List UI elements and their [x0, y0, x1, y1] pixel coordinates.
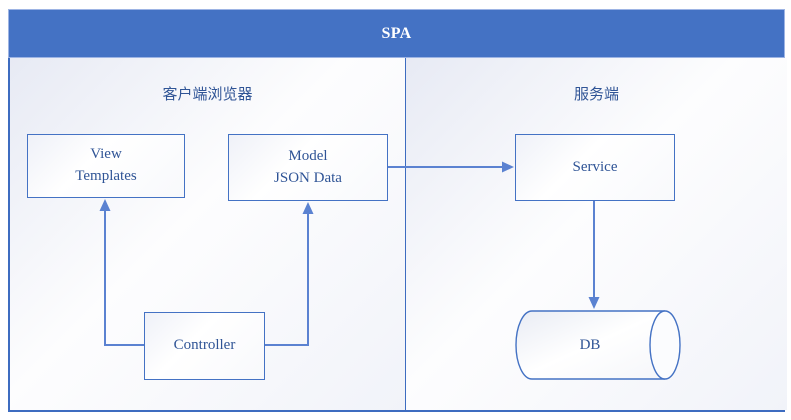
- node-model-line2: JSON Data: [274, 169, 342, 186]
- diagram-body: 客户端浏览器 服务端: [8, 58, 787, 412]
- node-view-templates-line1: View: [90, 146, 122, 163]
- node-db-label: DB: [579, 336, 601, 353]
- node-service-label: Service: [572, 158, 618, 175]
- node-controller-label: Controller: [173, 337, 236, 354]
- node-model-line1: Model: [288, 147, 328, 164]
- db-cylinder-shape: [515, 310, 681, 380]
- panel-client-title: 客户端浏览器: [162, 87, 253, 103]
- panel-server-title: 服务端: [573, 87, 619, 103]
- node-view-templates-line2: Templates: [75, 168, 137, 184]
- panel-client-browser: 客户端浏览器: [10, 58, 405, 410]
- diagram-title: SPA: [381, 24, 412, 42]
- diagram-header: SPA: [8, 9, 785, 58]
- node-service: Service: [515, 134, 675, 201]
- node-view-templates: View Templates: [27, 134, 185, 198]
- node-controller: Controller: [144, 312, 265, 380]
- node-db-cylinder: DB: [515, 310, 681, 380]
- node-model-json-data: Model JSON Data: [228, 134, 388, 201]
